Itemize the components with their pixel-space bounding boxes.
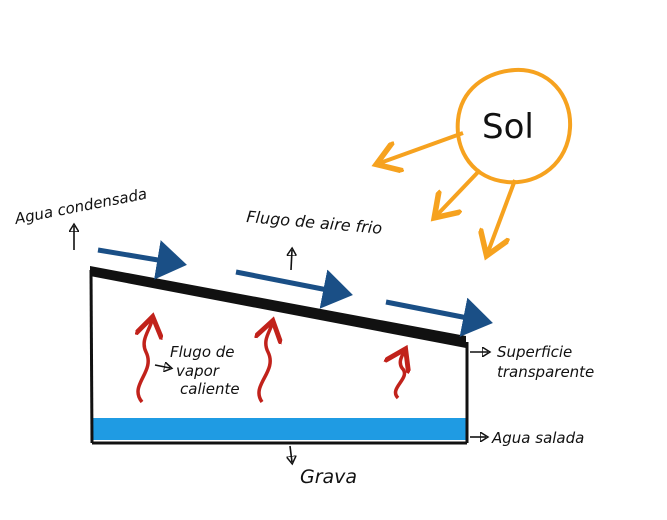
label-surface-2: transparente [497, 363, 594, 381]
hot-vapor-arrows [138, 320, 405, 404]
vapor-arrow-1 [138, 320, 152, 404]
pointer-arrows [74, 226, 488, 462]
sun-ray-middle [437, 168, 482, 215]
solar-still [89, 266, 469, 445]
label-surface-1: Superficie [497, 343, 572, 361]
vapor-arrow-3 [396, 352, 405, 400]
hot-vapor-pointer [154, 365, 170, 368]
left-wall [89, 269, 94, 444]
sun-circle [455, 67, 573, 185]
label-salt-water: Agua salada [491, 429, 584, 447]
label-hot-vapor-3: caliente [180, 380, 240, 398]
transparent-cover [90, 266, 466, 348]
sun: Sol [380, 67, 573, 252]
cold-air-arrows [97, 240, 493, 337]
sun-ray-left [380, 131, 464, 163]
salt-water-layer [92, 418, 467, 440]
air-arrow-1 [97, 240, 187, 280]
gravel-pointer [290, 445, 292, 462]
vapor-arrow-2 [259, 324, 272, 404]
air-arrow-3 [385, 297, 493, 337]
cold-air-pointer [291, 250, 292, 271]
sun-label: Sol [482, 107, 534, 147]
label-hot-vapor-2: vapor [176, 362, 220, 380]
label-cold-air: Flugo de aire frio [246, 207, 383, 238]
air-arrow-2 [235, 269, 353, 309]
sun-ray-right [488, 179, 517, 252]
label-condensed-water: Agua condensada [12, 185, 148, 228]
label-hot-vapor-1: Flugo de [170, 343, 235, 361]
label-gravel: Grava [300, 466, 357, 488]
